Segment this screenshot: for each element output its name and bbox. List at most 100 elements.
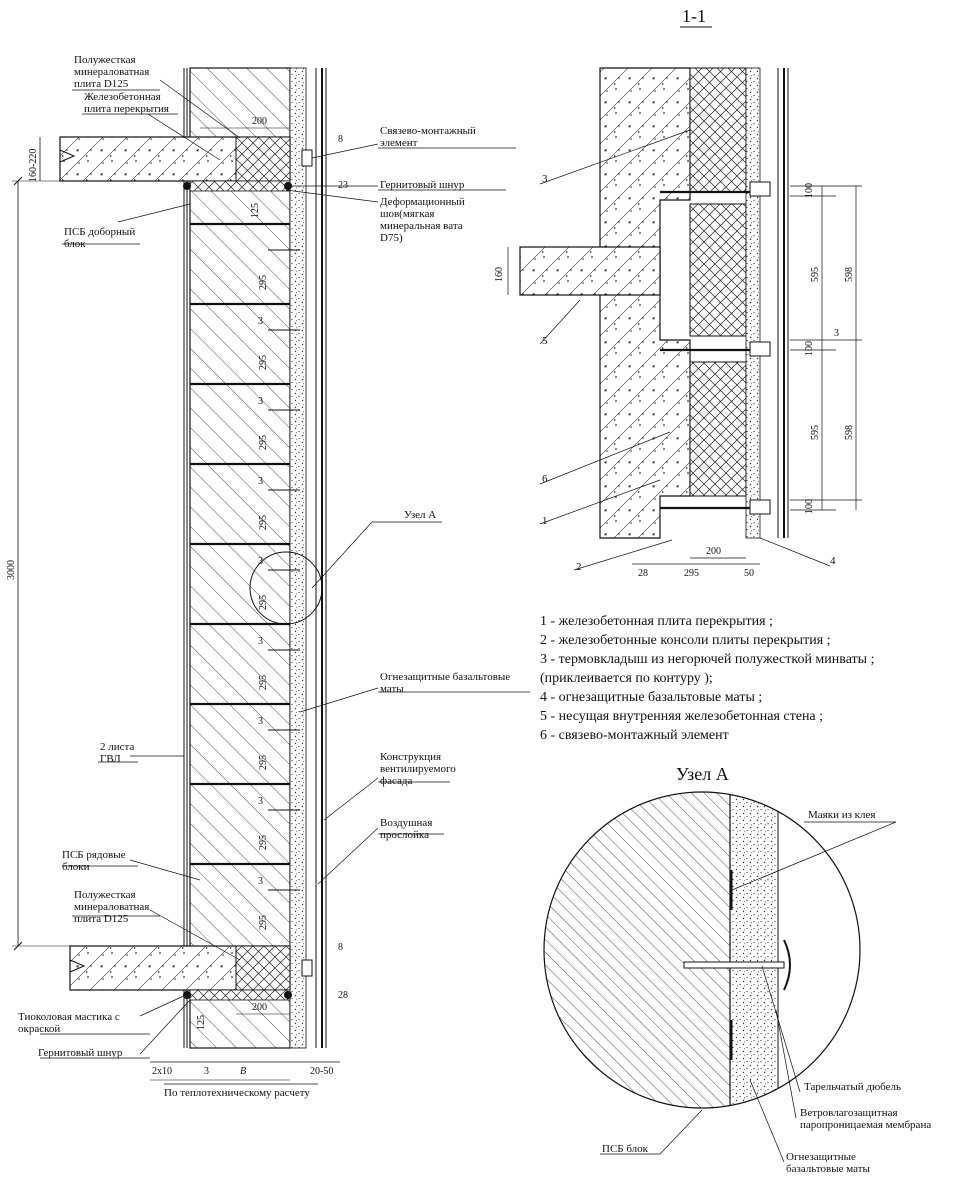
- dim-20-50: 20-50: [310, 1066, 333, 1077]
- node-a-detail: Узел А Маяки из клея Тарельчатый дюбель …: [543, 764, 931, 1175]
- dim-3-bottom: 3: [204, 1066, 209, 1077]
- section-title: 1-1: [682, 6, 706, 26]
- sec-num-6: 6: [542, 473, 548, 485]
- label-air-2: прослойка: [380, 829, 429, 841]
- label-mineral-bot-2: минераловатная: [74, 901, 149, 913]
- label-psb-row-2: блоки: [62, 861, 90, 873]
- dim-b: B: [240, 1066, 246, 1077]
- dim-295-9: 295: [258, 915, 269, 930]
- fire-mats-layer: [289, 67, 307, 1049]
- label-psb-extra-1: ПСБ доборный: [64, 226, 135, 238]
- sec-num-2: 2: [576, 561, 582, 573]
- sec-dim-28: 28: [638, 568, 648, 579]
- legend: 1 - железобетонная плита перекрытия ; 2 …: [540, 612, 874, 745]
- label-deform-4: D75): [380, 232, 403, 244]
- deform-joint-top: [189, 180, 291, 192]
- label-mastic-2: окраской: [18, 1023, 60, 1035]
- label-deform-2: шов(мягкая: [380, 208, 434, 220]
- sec-dim-100-c: 100: [804, 499, 815, 514]
- dim-160-220: 160-220: [28, 149, 39, 182]
- sec-dim-595-b: 595: [810, 425, 821, 440]
- label-mineral-top-3: плита D125: [74, 78, 129, 90]
- node-label-glue: Маяки из клея: [808, 809, 875, 821]
- dim-125-top: 125: [250, 203, 261, 218]
- thermal-insert-3: [689, 361, 747, 497]
- mineral-plate-top: [235, 136, 291, 182]
- dim-295-7: 295: [258, 755, 269, 770]
- sec-dim-100-b: 100: [804, 341, 815, 356]
- sec-num-5: 5: [542, 335, 548, 347]
- dim-joint-2: 3: [258, 396, 263, 407]
- dim-joint-1: 3: [258, 316, 263, 327]
- dim-200-bot: 200: [252, 1002, 267, 1013]
- dim-2x10: 2x10: [152, 1066, 172, 1077]
- dim-joint-3: 3: [258, 476, 263, 487]
- node-label-mats-1: Огнезащитные: [786, 1151, 856, 1163]
- dim-3000: 3000: [6, 560, 17, 580]
- legend-item-5: 5 - несущая внутренняя железобетонная ст…: [540, 709, 824, 724]
- label-mineral-top-2: минераловатная: [74, 66, 149, 78]
- mineral-plate-bottom: [235, 945, 291, 991]
- deform-joint-bottom: [189, 989, 291, 1001]
- sec-dim-50: 50: [744, 568, 754, 579]
- dim-joint-6: 3: [258, 716, 263, 727]
- rc-slab-section: [519, 246, 661, 296]
- sec-dim-100-a: 100: [804, 183, 815, 198]
- sec-dim-200: 200: [706, 546, 721, 557]
- node-label-membrane-2: паропроницаемая мембрана: [800, 1119, 931, 1131]
- dim-joint-4: 3: [258, 556, 263, 567]
- sec-num-1: 1: [542, 515, 548, 527]
- sec-dim-160: 160: [494, 267, 505, 282]
- label-mineral-top-1: Полужесткая: [74, 54, 136, 66]
- dim-joint-8: 3: [258, 876, 263, 887]
- thermal-insert-1: [689, 67, 747, 193]
- legend-item-3-note: (приклеивается по контуру );: [540, 671, 713, 686]
- label-deform-3: минеральная вата: [380, 220, 463, 232]
- node-label-psb: ПСБ блок: [602, 1143, 649, 1155]
- label-facade-2: вентилируемого: [380, 763, 456, 775]
- dim-295-1: 295: [258, 275, 269, 290]
- dim-295-5: 295: [258, 595, 269, 610]
- sec-num-3: 3: [542, 173, 548, 185]
- label-deform-1: Деформационный: [380, 196, 465, 208]
- sec-dim-598-a: 598: [844, 267, 855, 282]
- node-label-mats-2: базальтовые маты: [786, 1163, 871, 1175]
- fire-mats-section: [745, 67, 761, 539]
- node-label-dowel: Тарельчатый дюбель: [804, 1081, 901, 1093]
- dim-295-4: 295: [258, 515, 269, 530]
- label-fire-mats-2: маты: [380, 683, 404, 695]
- dim-joint-5: 3: [258, 636, 263, 647]
- label-node-a: Узел А: [404, 509, 436, 521]
- thermal-insert-2: [689, 203, 747, 337]
- section-1-1: 1-1: [494, 6, 862, 579]
- label-psb-extra-2: блок: [64, 238, 86, 250]
- dim-28: 28: [338, 990, 348, 1001]
- rc-wall: [599, 67, 691, 539]
- dim-295-2: 295: [258, 355, 269, 370]
- label-mineral-bot-1: Полужесткая: [74, 889, 136, 901]
- label-slab-1: Железобетонная: [84, 91, 161, 103]
- node-label-membrane-1: Ветровлагозащитная: [800, 1107, 898, 1119]
- dim-200-top: 200: [252, 116, 267, 127]
- sec-num-4: 4: [830, 555, 836, 567]
- legend-item-4: 4 - огнезащитные базальтовые маты ;: [540, 690, 763, 705]
- dim-joint-7: 3: [258, 796, 263, 807]
- legend-item-3: 3 - термовкладыш из негорючей полужестко…: [540, 652, 875, 667]
- psb-block-wall: [189, 67, 291, 1049]
- label-fire-mats-1: Огнезащитные базальтовые: [380, 671, 510, 683]
- label-thermal: По теплотехническому расчету: [164, 1087, 310, 1099]
- node-fire-mats: [730, 792, 778, 1108]
- dim-23: 23: [338, 180, 348, 191]
- legend-item-1: 1 - железобетонная плита перекрытия ;: [540, 614, 773, 629]
- node-title: Узел А: [676, 764, 729, 784]
- dim-295-6: 295: [258, 675, 269, 690]
- label-facade-3: фасада: [380, 775, 413, 787]
- node-a-marker[interactable]: [249, 551, 323, 625]
- sec-dim-3: 3: [834, 328, 839, 339]
- label-air-1: Воздушная: [380, 817, 432, 829]
- label-connector-2: элемент: [380, 137, 418, 149]
- dim-8-b: 8: [338, 942, 343, 953]
- label-psb-row-1: ПСБ рядовые: [62, 849, 126, 861]
- sec-dim-295: 295: [684, 568, 699, 579]
